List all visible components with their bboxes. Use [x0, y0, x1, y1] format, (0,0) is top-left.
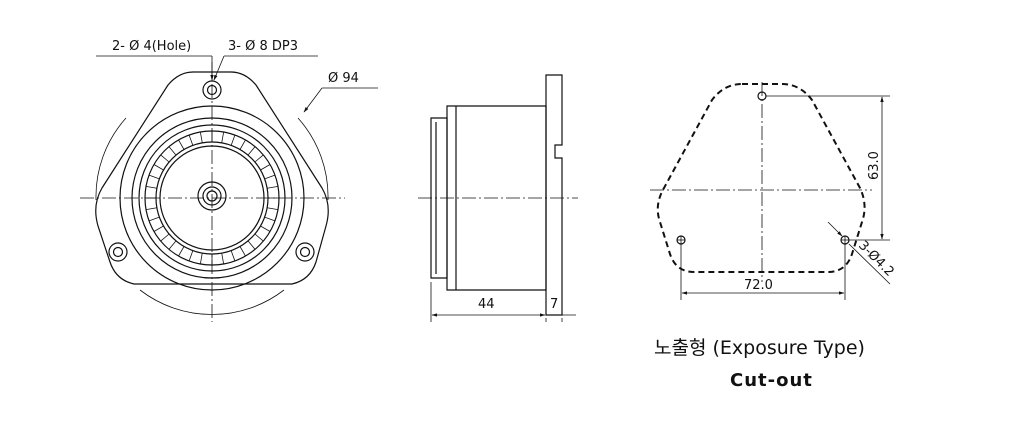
center-cap-mid	[202, 186, 222, 206]
tooth-line	[239, 139, 246, 150]
dp-label: 3- Ø 8 DP3	[228, 39, 298, 54]
outer-diameter-arc-left	[95, 117, 127, 201]
tooth-line	[153, 164, 164, 171]
outer-diameter-arc-right	[297, 117, 329, 201]
tooth-line	[230, 134, 236, 146]
tooth-line	[247, 146, 256, 156]
tooth-line	[221, 253, 225, 265]
rear-flange	[545, 74, 563, 316]
top-hole-outer	[202, 80, 222, 100]
exposure-type-title: 노출형 (Exposure Type)	[654, 337, 865, 359]
body-circle-1	[119, 105, 305, 291]
triangular-flange	[95, 71, 329, 285]
cutout-hole-leader-ext	[848, 243, 891, 285]
cutout-hole-leader	[827, 221, 843, 237]
dp-leader-arrow	[213, 55, 225, 81]
tooth-line	[160, 154, 170, 163]
tooth-line	[239, 246, 246, 257]
side-view: 44 7	[418, 74, 578, 322]
body-circle-6	[159, 145, 265, 251]
tooth-line	[148, 216, 160, 222]
diameter-leader-arrow	[303, 87, 323, 113]
tooth-line	[168, 240, 177, 250]
tooth-line	[199, 131, 203, 143]
width-label: 72.0	[744, 278, 773, 293]
tooth-line	[254, 154, 264, 163]
tooth-line	[199, 253, 203, 265]
diameter-label: Ø 94	[328, 71, 359, 86]
left-hole-inner	[112, 246, 124, 258]
right-hole-inner	[299, 246, 311, 258]
left-hole-outer	[108, 242, 128, 262]
teeth-ring	[145, 131, 279, 265]
tooth-line	[145, 207, 157, 211]
tooth-line	[264, 216, 276, 222]
tooth-line	[247, 240, 256, 250]
tooth-line	[264, 174, 276, 180]
depth-label: 44	[478, 297, 495, 312]
right-hole-outer	[295, 242, 315, 262]
tooth-line	[267, 207, 279, 211]
tooth-line	[145, 185, 157, 189]
tooth-line	[230, 250, 236, 262]
flange-label: 7	[550, 297, 558, 312]
hole-label: 2- Ø 4(Hole)	[112, 39, 191, 54]
tooth-line	[178, 139, 185, 150]
tooth-line	[178, 246, 185, 257]
center-cap-inner	[206, 190, 218, 202]
front-view: 2- Ø 4(Hole) 3- Ø 8 DP3 Ø 94	[80, 39, 378, 322]
cutout-outline	[656, 83, 866, 273]
tooth-line	[153, 225, 164, 232]
body-circle-3	[138, 124, 286, 272]
tooth-line	[148, 174, 160, 180]
tooth-line	[160, 233, 170, 242]
tooth-line	[188, 250, 194, 262]
tooth-line	[188, 134, 194, 146]
tooth-line	[221, 131, 225, 143]
tooth-line	[260, 225, 271, 232]
outer-diameter-arc-bottom	[139, 289, 285, 315]
tooth-line	[267, 185, 279, 189]
body-circle-2	[131, 117, 293, 279]
tooth-line	[254, 233, 264, 242]
cutout-hole-label: 3-Ø4.2	[855, 238, 897, 280]
tooth-line	[168, 146, 177, 156]
top-hole-inner	[206, 84, 218, 96]
center-cap-outer	[197, 181, 227, 211]
height-label: 63.0	[867, 151, 882, 180]
cutout-subtitle: Cut-out	[730, 370, 813, 391]
cutout-view: 63.0 72.0 3-Ø4.2 노출형 (Exposure Type) Cut…	[650, 82, 897, 391]
tooth-line	[260, 164, 271, 171]
